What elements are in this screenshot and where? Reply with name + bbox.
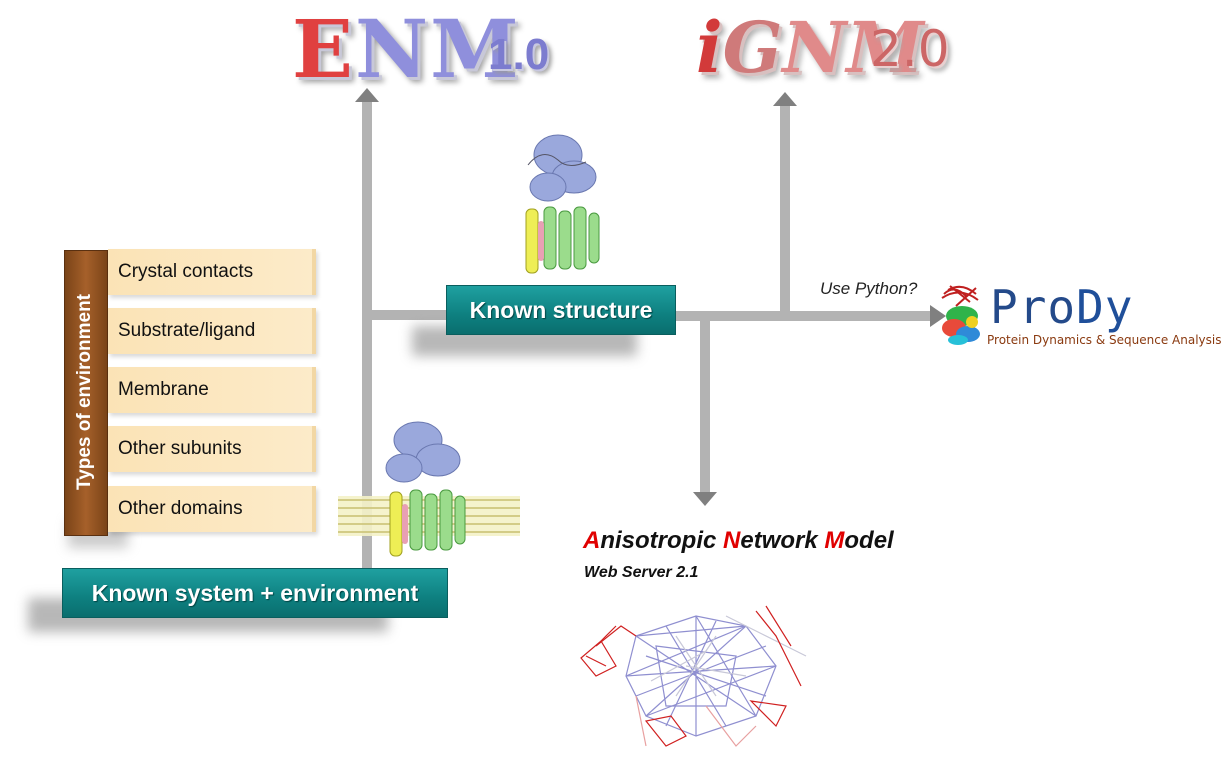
ignm-logo-n: N (782, 6, 847, 89)
env-types-title: Types of environment (74, 293, 95, 491)
known-structure-box[interactable]: Known structure (446, 285, 676, 335)
ignm-logo-m: M (846, 6, 924, 89)
anm-title-m: M (824, 527, 845, 554)
env-types-bar (64, 250, 108, 536)
known-system-box[interactable]: Known system + environment (62, 568, 448, 618)
known-structure-label: Known structure (469, 296, 653, 323)
anm-vertical-connector (700, 320, 710, 492)
enm-logo-m: M (430, 2, 521, 96)
ignm-logo-version: 2.0 (870, 20, 950, 78)
use-python-label: Use Python? (820, 279, 918, 298)
known-system-label: Known system + environment (91, 579, 419, 606)
anm-title[interactable]: Anisotropic Network Model (583, 527, 894, 555)
enm-logo[interactable]: ENM (292, 2, 521, 96)
prody-arrow-head (930, 305, 946, 327)
env-item-other-subunits[interactable]: Other subunits (108, 426, 316, 472)
prody-logo-dy: Dy (1076, 280, 1134, 334)
ignm-logo[interactable]: iGNM (696, 6, 924, 89)
anm-subtitle: Web Server 2.1 (584, 564, 699, 581)
anm-title-m-rest: odel (844, 527, 894, 554)
ignm-logo-g: G (722, 6, 783, 89)
env-item-substrate-ligand[interactable]: Substrate/ligand (108, 308, 316, 354)
protein-structure-image (525, 134, 600, 274)
env-item-membrane[interactable]: Membrane (108, 367, 316, 413)
enm-logo-e: E (292, 2, 355, 96)
anm-arrow-head (693, 492, 717, 506)
enm-logo-n: N (354, 2, 431, 96)
anm-title-a: A (583, 527, 601, 554)
ignm-vertical-connector (780, 104, 790, 312)
enm-arrow-head (355, 88, 379, 102)
prody-logo[interactable]: ProDy (990, 280, 1133, 334)
env-item-other-domains[interactable]: Other domains (108, 486, 316, 532)
structure-right-connector (675, 311, 933, 321)
anm-title-a-rest: nisotropic (600, 527, 724, 554)
enm-vertical-connector (362, 100, 372, 570)
enm-logo-version: 1.0 (488, 30, 550, 79)
structure-left-connector (372, 310, 448, 320)
prody-protein-icon (941, 285, 980, 345)
anm-title-n: N (723, 527, 741, 554)
ignm-logo-i: i (696, 6, 723, 89)
env-item-crystal-contacts[interactable]: Crystal contacts (108, 249, 316, 295)
anm-network-image (580, 605, 807, 747)
membrane-protein-image (338, 421, 520, 557)
anm-title-n-rest: etwork (740, 527, 825, 554)
ignm-arrow-head (773, 92, 797, 106)
prody-logo-pro: Pro (990, 280, 1077, 334)
prody-tagline: Protein Dynamics & Sequence Analysis (987, 333, 1222, 347)
